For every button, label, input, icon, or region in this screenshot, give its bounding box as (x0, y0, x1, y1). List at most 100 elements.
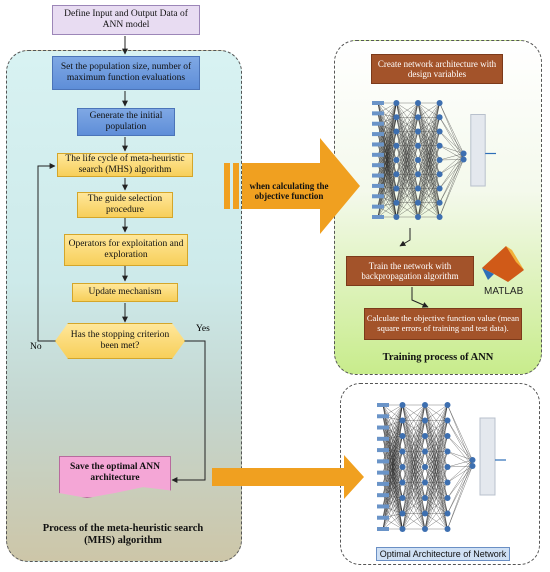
network-connection (377, 202, 397, 218)
network-connection (382, 416, 403, 499)
network-connection (447, 404, 473, 461)
neuron-node (415, 114, 421, 121)
network-connection (377, 123, 397, 218)
network-connection (377, 117, 397, 166)
neuron-node (415, 128, 421, 135)
network-connection (382, 435, 403, 484)
network-connection (424, 497, 448, 530)
network-connection (382, 451, 403, 496)
network-connection (417, 102, 440, 132)
network-connection (447, 459, 473, 468)
network-connection (417, 174, 440, 218)
network-connection (382, 404, 403, 451)
network-connection (447, 465, 473, 483)
optimal-arrow (212, 455, 364, 499)
network-connection (447, 465, 473, 468)
network-connection (396, 102, 419, 132)
network-connection (417, 102, 440, 218)
network-connection (377, 165, 397, 189)
neuron-node (436, 100, 443, 106)
network-connection (377, 154, 397, 203)
neuron-node (422, 433, 428, 439)
network-connection (382, 497, 403, 530)
network-connection (382, 435, 403, 462)
network-connection (377, 188, 397, 207)
network-connection (402, 404, 426, 499)
network-connection (439, 153, 464, 189)
neuron-node (399, 433, 406, 439)
network-connection (377, 131, 397, 176)
network-connection (439, 131, 464, 154)
network-connection (382, 416, 403, 514)
input-node (372, 183, 384, 188)
define-input-text: Define Input and Output Data of ANN mode… (64, 9, 188, 30)
network-connection (382, 466, 403, 507)
network-connection (447, 435, 473, 467)
network-connection (439, 145, 464, 160)
network-connection (377, 102, 397, 135)
optimal-architecture-caption: Optimal Architecture of Network (376, 547, 510, 561)
network-connection (377, 159, 397, 186)
neuron-node (436, 157, 443, 163)
network-connection (377, 117, 397, 218)
network-connection (382, 483, 403, 499)
neuron-node (422, 448, 428, 455)
network-connection (382, 435, 403, 518)
network-connection (377, 113, 397, 218)
network-connection (382, 438, 403, 530)
operators-text: Operators for exploitation and explorati… (68, 239, 184, 260)
network-connection (402, 404, 426, 452)
network-connection (447, 459, 473, 530)
network-connection (417, 131, 440, 218)
neuron-node (415, 185, 421, 192)
optimal-architecture-panel (340, 383, 540, 565)
network-connection (377, 159, 397, 197)
neuron-node (469, 463, 476, 469)
network-connection (396, 102, 419, 175)
input-node (372, 142, 384, 147)
network-connection (439, 159, 464, 161)
network-connection (447, 465, 473, 530)
network-connection (439, 117, 464, 154)
yes-label: Yes (196, 324, 210, 334)
network-connection (424, 435, 448, 530)
network-connection (424, 404, 448, 452)
network-connection (377, 154, 397, 175)
neuron-node (393, 114, 400, 121)
network-connection (377, 174, 397, 218)
neuron-node (436, 171, 443, 178)
neuron-node (444, 479, 451, 486)
network-connection (439, 102, 464, 154)
input-node (377, 493, 389, 498)
network-connection (377, 102, 397, 189)
neuron-node (422, 479, 428, 486)
neuron-node (469, 457, 476, 463)
network-connection (424, 466, 448, 530)
network-connection (377, 174, 397, 197)
neuron-node (460, 150, 467, 157)
network-connection (447, 459, 473, 483)
neuron-node (460, 156, 467, 163)
network-connection (377, 113, 397, 203)
neuron-node (444, 464, 451, 470)
network-connection (382, 404, 403, 428)
network-connection (377, 117, 397, 155)
network-connection (417, 102, 440, 146)
set-population-text: Set the population size, number of maxim… (60, 62, 192, 83)
network-connection (382, 466, 403, 496)
neuron-node (415, 214, 421, 220)
network-connection (439, 117, 464, 160)
input-node (372, 215, 384, 219)
optimal-architecture-text: Optimal Architecture of Network (379, 548, 507, 559)
neuron-node (393, 171, 400, 178)
neuron-node (393, 199, 400, 206)
network-connection (382, 451, 403, 507)
network-connection (417, 188, 440, 218)
neuron-node (436, 128, 443, 135)
neuron-node (436, 185, 443, 192)
network-connection (424, 404, 448, 437)
network-connection (377, 175, 397, 189)
input-node (377, 515, 389, 520)
network-connection (402, 497, 426, 530)
network-connection (439, 153, 464, 203)
